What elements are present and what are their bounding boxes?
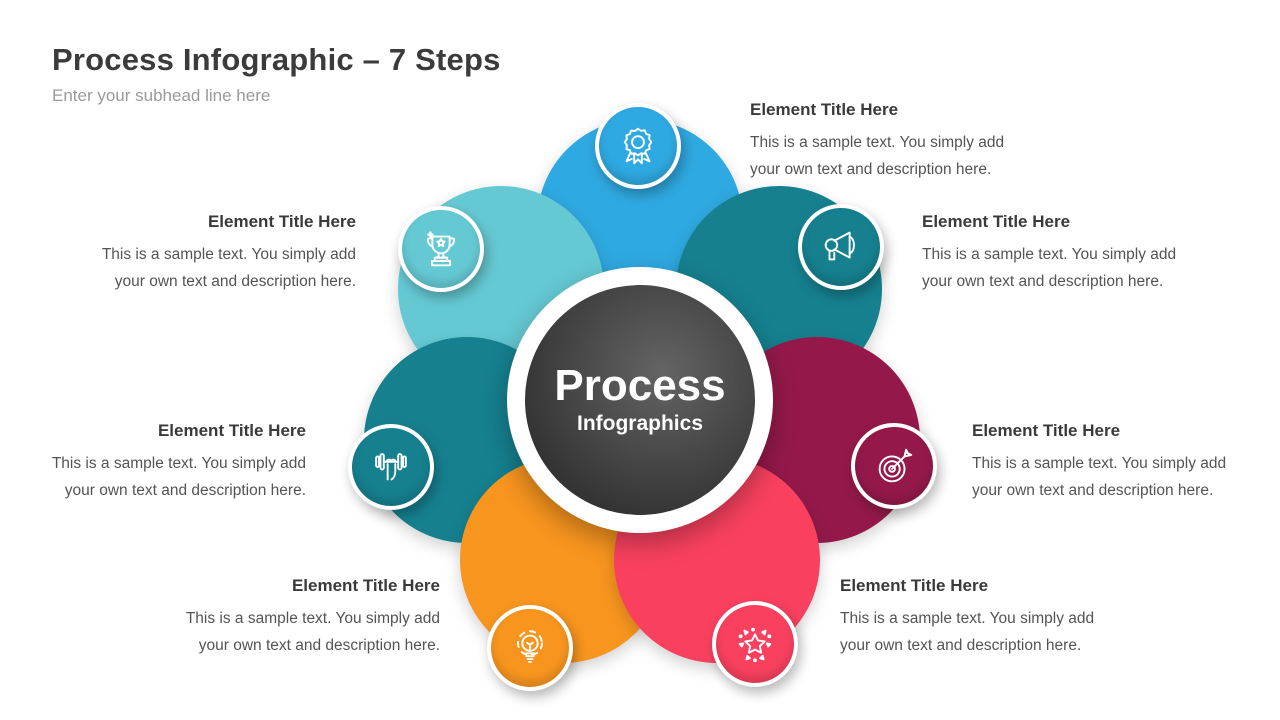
award-badge-icon — [623, 127, 653, 165]
element-title: Element Title Here — [750, 100, 899, 119]
element-description-line: This is a sample text. You simply add — [185, 610, 440, 627]
element-description-line: This is a sample text. You simply add — [922, 246, 1177, 263]
target-arrow-icon — [878, 448, 913, 483]
element-text-top-right: Element Title Here This is a sample text… — [922, 212, 1192, 295]
icon-circle-left — [348, 424, 434, 510]
element-title: Element Title Here — [157, 421, 306, 440]
element-text-right: Element Title Here This is a sample text… — [972, 421, 1242, 504]
icon-circle-top-left — [398, 206, 484, 292]
element-description-line: your own text and description here. — [64, 482, 306, 499]
element-title: Element Title Here — [207, 212, 356, 231]
center-title: Process — [554, 361, 726, 411]
element-description-line: your own text and description here. — [114, 273, 356, 290]
megaphone-icon — [824, 231, 855, 261]
element-description-line: This is a sample text. You simply add — [101, 246, 356, 263]
element-description-line: your own text and description here. — [922, 273, 1164, 290]
element-description-line: your own text and description here. — [840, 637, 1082, 654]
strength-dumbbell-icon — [375, 453, 407, 481]
center-subtitle: Infographics — [576, 411, 703, 435]
element-description-line: This is a sample text. You simply add — [840, 610, 1095, 627]
element-text-left: Element Title Here This is a sample text… — [36, 421, 306, 504]
element-title: Element Title Here — [922, 212, 1071, 231]
slide-header: Process Infographic – 7 Steps Enter your… — [52, 42, 501, 106]
element-title: Element Title Here — [840, 576, 989, 595]
icon-circle-bottom-right — [712, 601, 798, 687]
center-medallion: Process Infographics — [507, 267, 773, 533]
element-text-top-left: Element Title Here This is a sample text… — [86, 212, 356, 295]
star-sparkles-icon — [738, 627, 772, 663]
icon-circle-bottom-left — [487, 605, 573, 691]
element-description-line: This is a sample text. You simply add — [750, 134, 1005, 151]
element-title: Element Title Here — [291, 576, 440, 595]
element-description-line: This is a sample text. You simply add — [972, 455, 1227, 472]
idea-lightbulb-icon — [517, 630, 543, 663]
element-title: Element Title Here — [972, 421, 1121, 440]
element-text-top: Element Title Here This is a sample text… — [750, 100, 1020, 183]
element-description-line: your own text and description here. — [972, 482, 1214, 499]
element-description-line: This is a sample text. You simply add — [51, 455, 306, 472]
page-title: Process Infographic – 7 Steps — [52, 42, 501, 77]
trophy-icon — [426, 231, 456, 267]
element-text-bottom-right: Element Title Here This is a sample text… — [840, 576, 1110, 659]
icon-circle-top — [595, 103, 681, 189]
center-medallion-face: Process Infographics — [525, 285, 755, 515]
icon-circle-top-right — [798, 204, 884, 290]
page-subtitle: Enter your subhead line here — [52, 86, 271, 105]
element-description-line: your own text and description here. — [198, 637, 440, 654]
icon-circle-right — [851, 423, 937, 509]
element-description-line: your own text and description here. — [750, 161, 992, 178]
element-text-bottom-left: Element Title Here This is a sample text… — [170, 576, 440, 659]
